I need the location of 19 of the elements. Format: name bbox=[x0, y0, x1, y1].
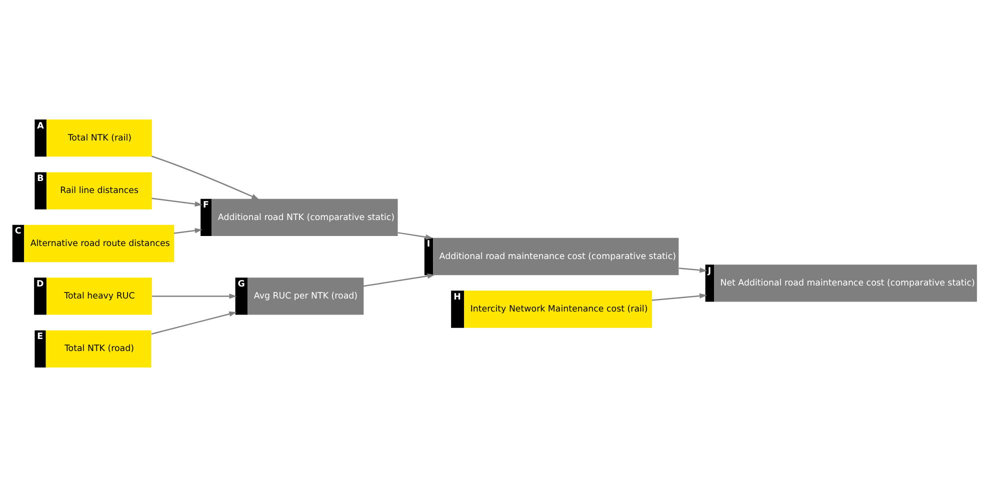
node-label: G bbox=[238, 278, 245, 289]
node-label: F bbox=[203, 200, 209, 210]
node-label: E bbox=[37, 332, 44, 342]
arrow bbox=[152, 293, 237, 298]
node-label: I bbox=[426, 239, 430, 250]
node-label: A bbox=[37, 120, 44, 131]
node-label: H bbox=[454, 292, 461, 302]
arrow bbox=[151, 310, 237, 334]
arrow bbox=[678, 267, 708, 272]
arrow bbox=[152, 155, 260, 199]
arrow bbox=[152, 197, 202, 206]
arrow bbox=[398, 232, 433, 240]
node-label: C bbox=[14, 226, 22, 236]
node-label: B bbox=[37, 173, 44, 184]
node-label: J bbox=[708, 266, 712, 276]
arrow bbox=[174, 228, 202, 234]
arrow bbox=[363, 272, 435, 286]
node-label: D bbox=[36, 278, 44, 289]
arrow bbox=[652, 292, 708, 300]
